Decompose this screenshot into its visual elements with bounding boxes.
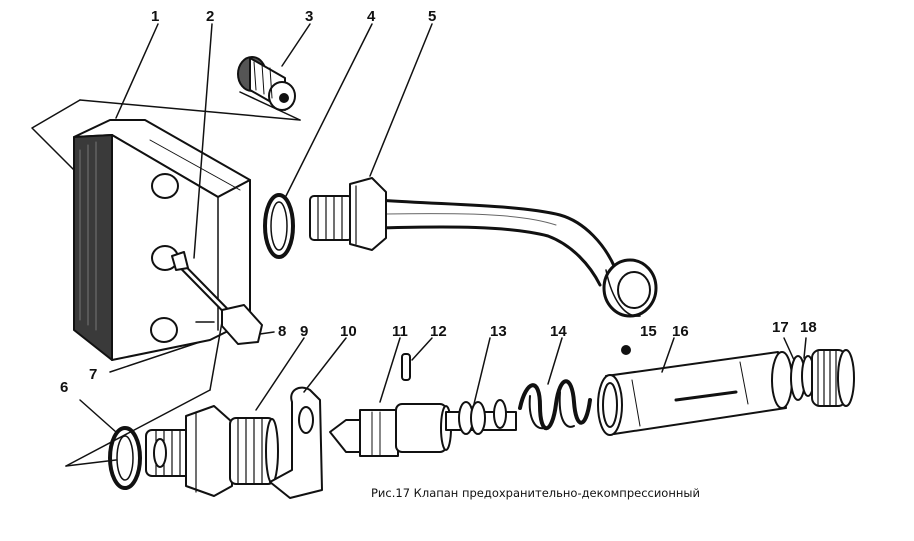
label-part-12: 12 [430, 323, 447, 340]
leader-lines [31, 23, 807, 467]
label-part-8: 8 [278, 323, 287, 340]
part-4-ring [263, 193, 295, 259]
part-14-spring [518, 379, 592, 431]
label-part-17: 17 [772, 319, 789, 336]
label-part-16: 16 [672, 323, 689, 340]
part-18-cap [811, 349, 855, 407]
label-part-3: 3 [305, 8, 314, 25]
part-9-housing [145, 405, 279, 497]
part-12-pin [401, 353, 411, 381]
label-part-1: 1 [151, 8, 160, 25]
label-part-9: 9 [300, 323, 309, 340]
part-5-pipe [309, 177, 658, 318]
part-11-valve [329, 403, 452, 457]
label-part-10: 10 [340, 323, 357, 340]
label-part-11: 11 [392, 323, 408, 340]
label-part-4: 4 [367, 8, 376, 25]
part-16-sleeve [597, 351, 793, 436]
label-part-7: 7 [89, 366, 98, 383]
figure-caption: Рис.17 Клапан предохранительно-декомпрес… [371, 486, 700, 500]
label-part-18: 18 [800, 319, 817, 336]
label-part-6: 6 [60, 379, 69, 396]
label-part-5: 5 [428, 8, 437, 25]
label-part-13: 13 [490, 323, 507, 340]
part-8-screw [171, 251, 263, 345]
part-17-nut [790, 355, 815, 401]
label-part-14: 14 [550, 323, 567, 340]
label-part-15: 15 [640, 323, 657, 340]
part-13-stem [445, 399, 517, 435]
part-15-ball [621, 345, 631, 355]
label-part-2: 2 [206, 8, 215, 25]
part-6-washer [108, 426, 142, 490]
part-3-fitting [237, 56, 296, 111]
